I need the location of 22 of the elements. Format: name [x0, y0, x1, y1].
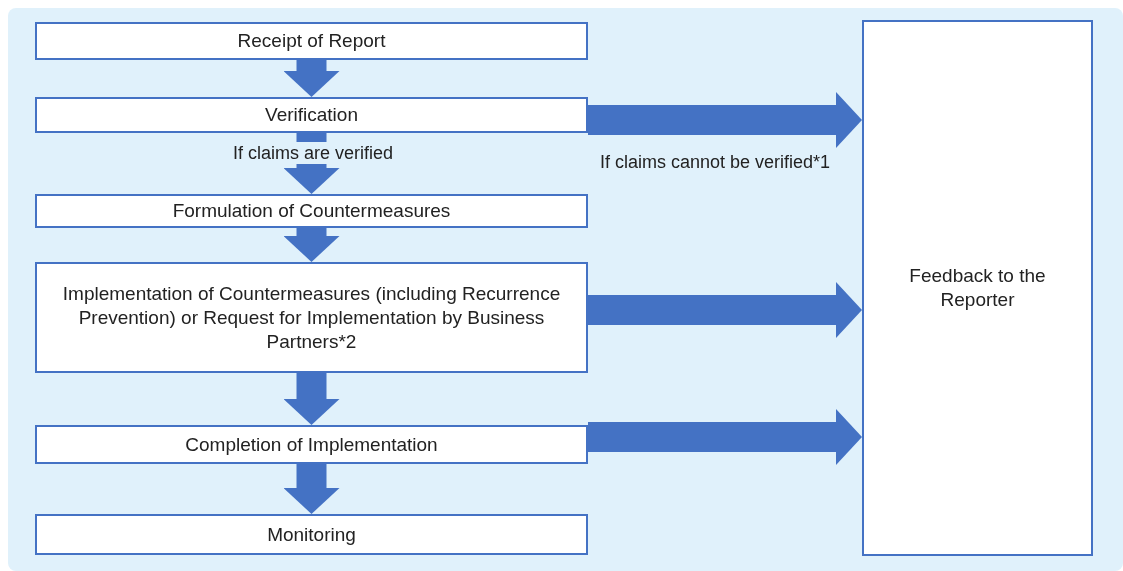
box-label: Feedback to the Reporter — [908, 264, 1047, 312]
block-arrow — [283, 464, 340, 514]
box-label: Formulation of Countermeasures — [172, 199, 451, 223]
process-box — [35, 194, 588, 228]
block-arrow — [588, 92, 862, 148]
block-arrow — [283, 60, 340, 97]
block-arrow — [588, 409, 862, 465]
block-arrow — [283, 373, 340, 425]
block-arrow — [588, 282, 862, 338]
process-box — [862, 20, 1093, 556]
box-label: Monitoring — [267, 522, 356, 547]
block-arrow — [283, 133, 340, 194]
process-box — [35, 22, 588, 60]
box-label: Completion of Implementation — [185, 432, 438, 457]
box-label: Receipt of Report — [237, 29, 386, 53]
process-box — [35, 514, 588, 555]
process-box — [35, 262, 588, 373]
box-label: Verification — [265, 103, 358, 127]
block-arrow — [283, 228, 340, 262]
process-box — [35, 97, 588, 133]
box-label: Implementation of Countermeasures (including Recurrence Prevention) or Request for Implementation by Business Partners*2 — [61, 281, 562, 354]
process-box — [35, 425, 588, 464]
